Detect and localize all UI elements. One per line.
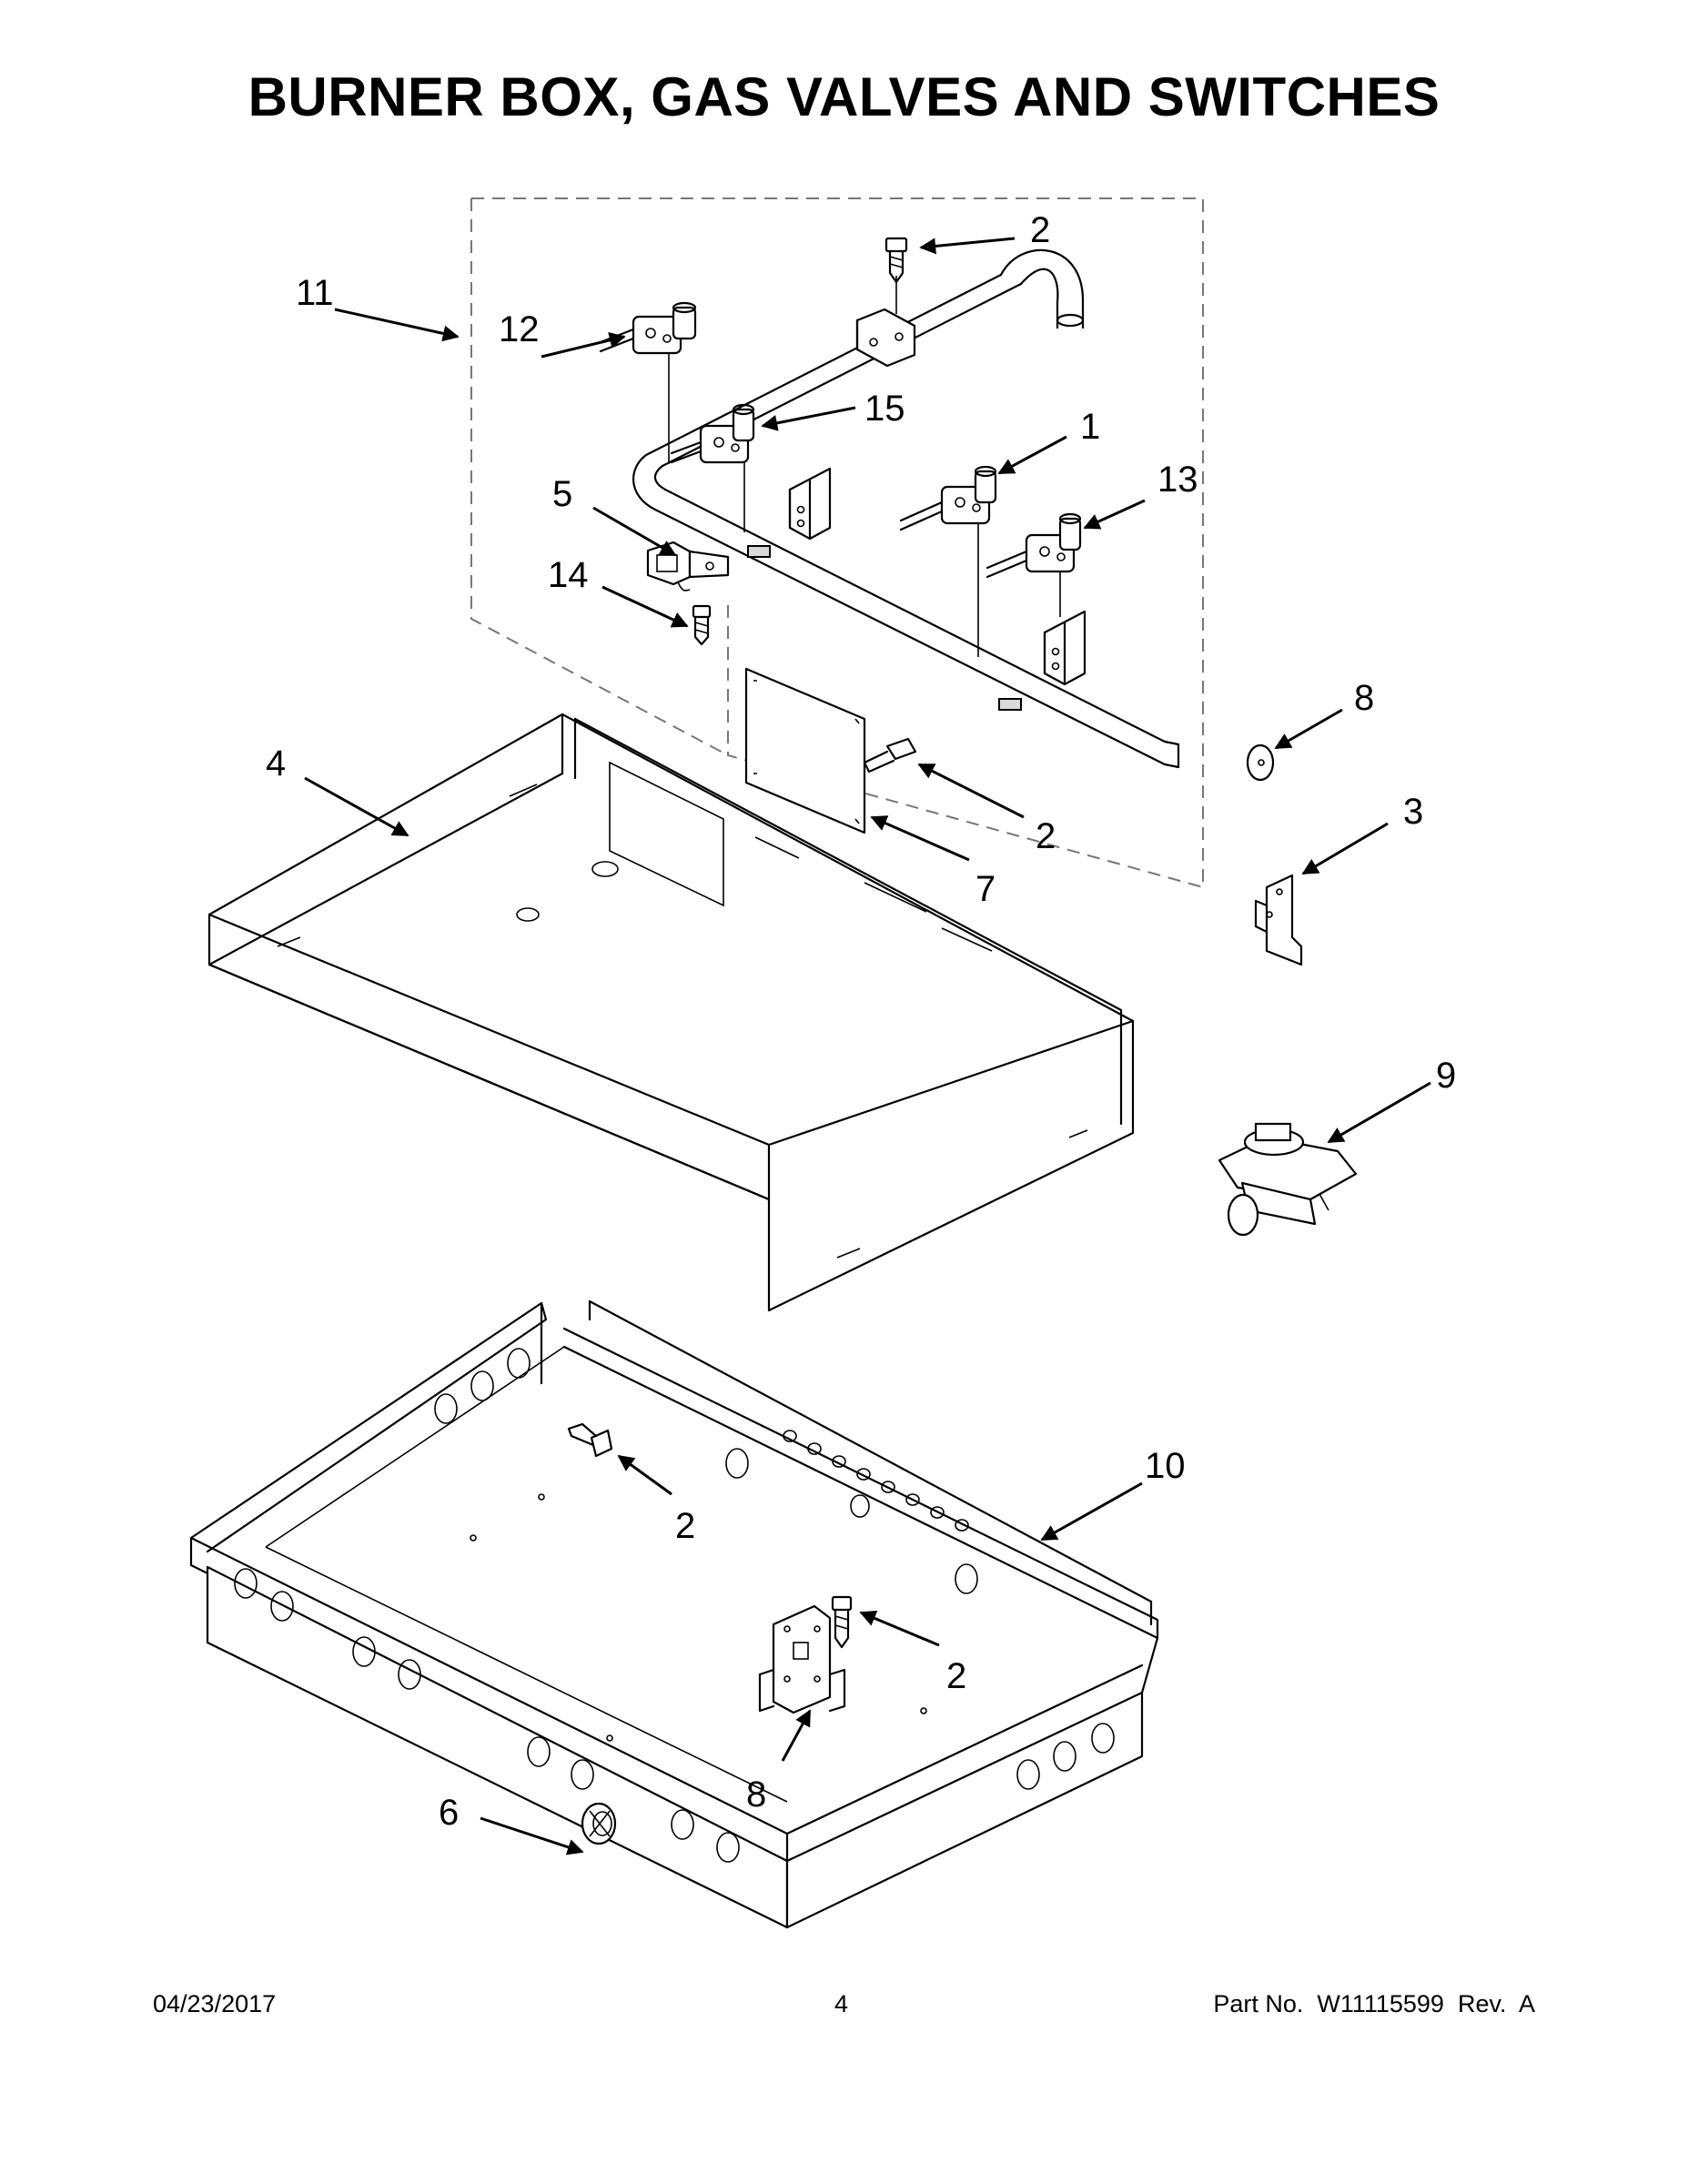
callout-7: 11 — [296, 273, 334, 313]
gas-valve-left — [599, 301, 697, 464]
screw-top — [884, 237, 908, 284]
callout-14: 15 — [864, 389, 905, 429]
callout-2: 2 — [946, 1656, 966, 1696]
manifold-bracket-center — [747, 467, 832, 558]
knob — [581, 1802, 617, 1845]
footer-part-number: Part No. W11115599 Rev. A — [1213, 1990, 1535, 2017]
callout-8: 13 — [1157, 460, 1198, 500]
callout-5: 4 — [266, 743, 286, 784]
callout-2: 2 — [1030, 210, 1050, 250]
screw-switch — [692, 604, 712, 646]
switch-bracket — [646, 541, 730, 592]
callout-8: 12 — [499, 309, 540, 349]
callout-6: 8 — [1354, 678, 1374, 718]
callout-2: 2 — [675, 1506, 695, 1546]
callout-2: 2 — [1036, 816, 1056, 856]
callout-3: 3 — [1403, 792, 1423, 832]
manifold-bracket-right — [998, 610, 1087, 711]
callout-11: 9 — [1436, 1056, 1456, 1096]
bottom-burner-box — [189, 1299, 1159, 1929]
screw-bottom-right — [831, 1595, 853, 1649]
screw-bottom-left — [567, 1422, 613, 1458]
gas-valve-far-right — [986, 512, 1082, 617]
pressure-regulator — [1218, 1122, 1358, 1237]
gas-valve-rear-center — [670, 403, 755, 532]
assembly-boundary — [470, 197, 1204, 888]
burner-box — [207, 713, 1135, 1312]
callout-15: 7 — [975, 869, 996, 909]
mounting-bracket — [1254, 874, 1303, 966]
leader-lines — [304, 237, 1431, 1855]
gas-manifold-pipe — [632, 248, 1180, 769]
callout-12: 10 — [1145, 1446, 1186, 1486]
shield-plate — [744, 667, 866, 834]
callout-4: 5 — [552, 474, 572, 514]
callout-9: 6 — [439, 1793, 459, 1833]
footer-page-number: 4 — [834, 1990, 849, 2017]
callout-13: 8 — [746, 1774, 766, 1815]
screw-shield — [863, 737, 917, 774]
callout-labels: 2 11 12 15 1 13 5 14 8 3 4 2 7 9 10 2 2 … — [266, 210, 1456, 1833]
callout-1: 1 — [1080, 407, 1100, 447]
washer — [1246, 743, 1275, 782]
footer-date: 04/23/2017 — [153, 1990, 277, 2017]
gas-valve-right — [899, 465, 997, 657]
bottom-bracket — [758, 1604, 846, 1714]
page-title: BURNER BOX, GAS VALVES AND SWITCHES — [248, 66, 1440, 127]
callout-10: 14 — [548, 555, 589, 595]
manifold-bracket-top — [855, 276, 916, 368]
